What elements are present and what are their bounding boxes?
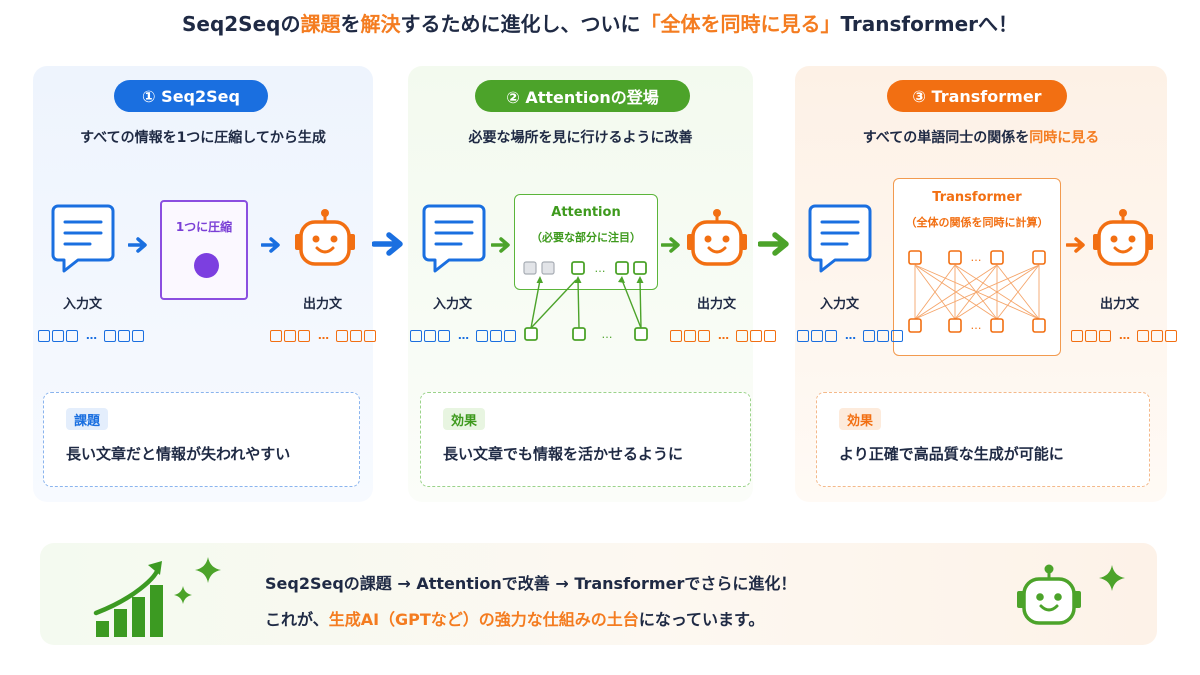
token-ellipsis: … xyxy=(86,329,97,342)
step-1-subtitle: すべての情報を1つに圧縮してから生成 xyxy=(80,130,326,146)
robot-icon xyxy=(1093,209,1153,266)
result-card-attention: 効果 長い文章でも情報を活かせるように xyxy=(420,392,751,487)
title-highlight: 「全体を同時に見る」 xyxy=(640,12,841,36)
result-text: 長い文章だと情報が失われやすい xyxy=(66,445,291,463)
step-3-pill: ③ Transformer xyxy=(887,80,1067,112)
compress-label: 1つに圧縮 xyxy=(175,220,233,234)
title-part: を xyxy=(340,12,361,36)
title-highlight: 課題 xyxy=(300,12,341,36)
transformer-sublabel: （全体の関係を同時に計算） xyxy=(905,216,1049,229)
input-label: 入力文 xyxy=(63,297,103,312)
context-vector-dot xyxy=(194,253,219,278)
step-2-pill: ② Attentionの登場 xyxy=(475,80,690,112)
arrow-right-icon xyxy=(372,232,403,256)
output-label: 出力文 xyxy=(303,297,343,312)
svg-text:…: … xyxy=(595,262,606,275)
arrow-right-icon xyxy=(491,237,510,253)
input-token-squares: … xyxy=(797,329,903,342)
result-card-seq2seq: 課題 長い文章だと情報が失われやすい xyxy=(43,392,360,487)
arrow-right-icon xyxy=(758,232,789,256)
arrow-right-icon xyxy=(261,237,280,253)
result-text: 長い文章でも情報を活かせるように xyxy=(443,445,684,463)
transformer-label: Transformer xyxy=(932,190,1022,205)
self-attention-lines: … … xyxy=(908,250,1046,333)
result-card-transformer: 効果 より正確で高品質な生成が可能に xyxy=(816,392,1150,487)
attention-box: Attention （必要な部分に注目） xyxy=(514,194,658,290)
attention-connections: … … xyxy=(523,261,648,341)
output-label: 出力文 xyxy=(697,297,737,312)
chat-bubble-icon xyxy=(808,204,872,273)
growth-chart-icon xyxy=(93,561,163,637)
sparkle-icon xyxy=(1099,565,1125,591)
step-3-subtitle: すべての単語同士の関係を同時に見る xyxy=(795,127,1167,147)
chat-bubble-icon xyxy=(51,204,115,273)
summary-highlight: 生成AI（GPTなど）の強力な仕組みの土台 xyxy=(328,610,639,629)
svg-text:…: … xyxy=(971,251,982,264)
token-ellipsis: … xyxy=(845,329,856,342)
compress-box: 1つに圧縮 xyxy=(160,200,248,300)
title-highlight: 解決 xyxy=(360,12,401,36)
arrow-right-icon xyxy=(661,237,680,253)
result-tag: 効果 xyxy=(839,408,882,430)
token-ellipsis: … xyxy=(1119,329,1130,342)
summary-text: になっています。 xyxy=(638,610,765,629)
summary-text: これが、 xyxy=(265,610,329,629)
chat-bubble-icon xyxy=(422,204,486,273)
sparkle-icon xyxy=(174,586,192,604)
sparkle-icon xyxy=(195,557,221,583)
input-token-squares: … xyxy=(38,329,144,342)
output-token-squares: … xyxy=(1071,329,1177,342)
result-tag: 課題 xyxy=(66,408,109,430)
robot-icon xyxy=(687,209,747,266)
summary-line-2: これが、生成AI（GPTなど）の強力な仕組みの土台になっています。 xyxy=(265,606,764,630)
step-2-subtitle: 必要な場所を見に行けるように改善 xyxy=(468,130,693,146)
step-1-pill: ① Seq2Seq xyxy=(114,80,268,112)
input-label: 入力文 xyxy=(433,297,473,312)
result-text: より正確で高品質な生成が可能に xyxy=(839,445,1064,463)
token-ellipsis: … xyxy=(318,329,329,342)
input-label: 入力文 xyxy=(820,297,860,312)
output-label: 出力文 xyxy=(1100,297,1140,312)
summary-line-1: Seq2Seqの課題 → Attentionで改善 → Transformerで… xyxy=(265,574,797,593)
step-3-subtitle-text: すべての単語同士の関係を xyxy=(862,130,1030,146)
page-title: Seq2Seqの課題を解決するために進化し、ついに「全体を同時に見る」Trans… xyxy=(0,8,1200,37)
arrow-right-icon xyxy=(1066,237,1085,253)
result-tag: 効果 xyxy=(443,408,486,430)
summary-banner xyxy=(40,543,1157,645)
output-token-squares: … xyxy=(670,329,776,342)
robot-icon xyxy=(1017,564,1081,625)
svg-text:…: … xyxy=(602,328,613,341)
title-part: Transformerへ！ xyxy=(840,12,1019,36)
attention-label: Attention xyxy=(551,205,621,220)
attention-sublabel: （必要な部分に注目） xyxy=(531,231,641,244)
input-token-squares: … xyxy=(410,329,516,342)
token-ellipsis: … xyxy=(718,329,729,342)
robot-icon xyxy=(295,209,355,266)
title-part: Seq2Seqの xyxy=(181,12,301,36)
output-token-squares: … xyxy=(270,329,376,342)
svg-text:…: … xyxy=(971,319,982,332)
token-ellipsis: … xyxy=(458,329,469,342)
title-part: するために進化し、ついに xyxy=(400,12,641,36)
transformer-box: Transformer （全体の関係を同時に計算） … … xyxy=(893,178,1061,356)
arrow-right-icon xyxy=(128,237,147,253)
step-3-subtitle-highlight: 同時に見る xyxy=(1029,130,1100,146)
